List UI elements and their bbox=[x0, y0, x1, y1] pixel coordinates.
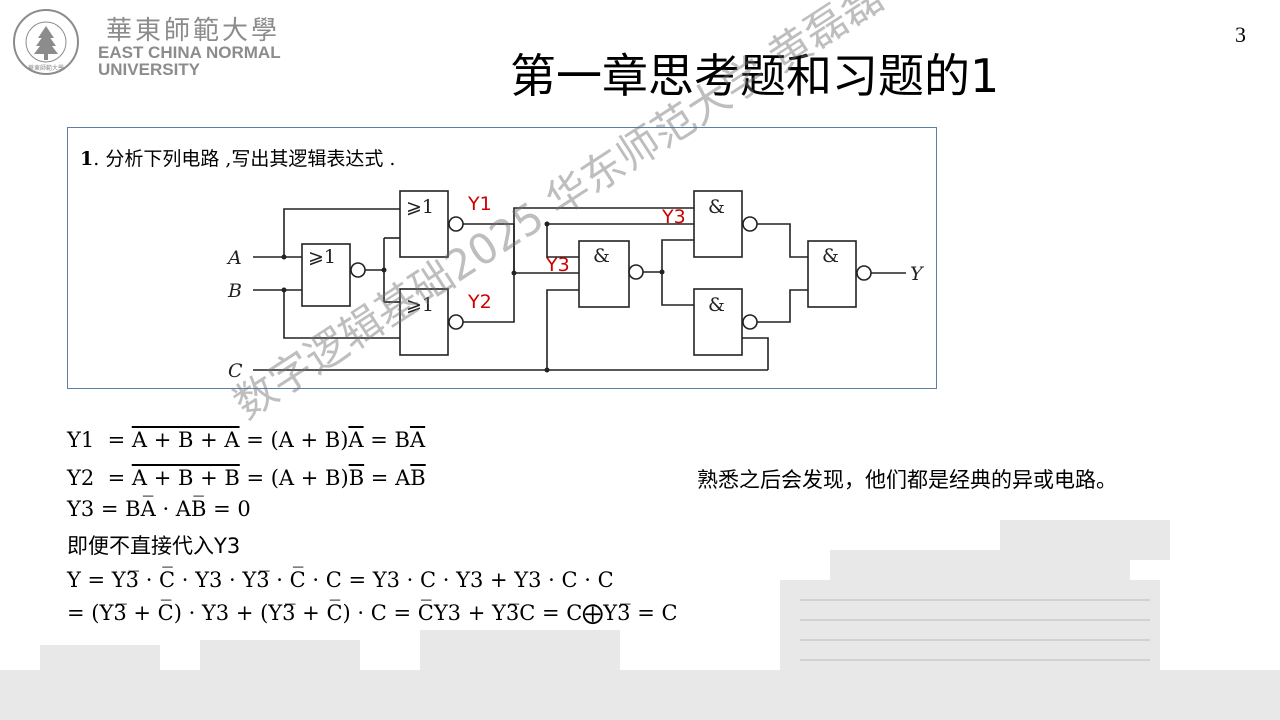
gate-label-or-y2: ⩾1 bbox=[406, 294, 434, 316]
xor-observation-note: 熟悉之后会发现，他们都是经典的异或电路。 bbox=[697, 468, 1117, 492]
eq-y2-ov-left: A + B bbox=[131, 466, 194, 490]
annotation-y1: Y1 bbox=[467, 193, 492, 215]
emblem-bottom-text: 華東師範大學 bbox=[28, 64, 64, 72]
circuit-figure: 1. 分析下列电路 ,写出其逻辑表达式 . bbox=[67, 127, 937, 389]
figure-caption: 1. 分析下列电路 ,写出其逻辑表达式 . bbox=[80, 144, 395, 171]
eq-y2-lhs: Y2 = bbox=[67, 466, 132, 490]
equation-y3: Y3 = BA̅ · AB̅ = 0 bbox=[67, 497, 251, 521]
output-label-y: Y bbox=[910, 263, 925, 285]
gate-label-or1: ⩾1 bbox=[308, 246, 336, 268]
university-logo: 華東師範大學 華東師範大學 EAST CHINA NORMAL UNIVERSI… bbox=[10, 6, 300, 78]
logic-circuit-diagram: ⩾1 ⩾1 ⩾1 & & & & A B C Y Y1 Y2 Y3 Y3 bbox=[226, 190, 925, 382]
gate-label-and-top: & bbox=[708, 196, 725, 218]
equation-y-line1: Y = Y3̅ · C̅ · Y3 · Y3̅ · C̅ · C = Y3 · … bbox=[67, 568, 614, 592]
gate-label-and-bottom: & bbox=[708, 294, 725, 316]
input-label-c: C bbox=[228, 360, 243, 382]
eq-y1-rhs-a: = (A + B) bbox=[239, 428, 349, 452]
eq-y1-ov-left: A + B bbox=[131, 428, 194, 452]
annotation-y3-mid: Y3 bbox=[545, 254, 570, 276]
annotation-y3-top: Y3 bbox=[661, 206, 686, 228]
eq-y1-lhs: Y1 = bbox=[67, 428, 132, 452]
annotation-y2: Y2 bbox=[467, 291, 492, 313]
slide-title: 第一章思考题和习题的1 bbox=[510, 49, 1000, 103]
equation-y-line2: = (Y3̅ + C̅) · Y3 + (Y3̅ + C̅) · C = C̅Y… bbox=[67, 601, 678, 625]
eq-y2-b-bar2: B bbox=[410, 466, 426, 490]
eq-y2-rhs-b: = A bbox=[364, 466, 411, 490]
eq-y1-ov-right: + A bbox=[193, 428, 240, 452]
gate-label-and-output: & bbox=[822, 245, 839, 267]
gate-label-and-y3: & bbox=[593, 245, 610, 267]
caption-number: 1 bbox=[80, 148, 94, 170]
or-gate-1 bbox=[301, 243, 351, 307]
equation-note-line: 即便不直接代入Y3 bbox=[67, 534, 241, 558]
equation-y1: Y1 = A + B + A = (A + B)A = BA bbox=[67, 428, 425, 452]
university-emblem-icon: 華東師範大學 bbox=[13, 9, 79, 75]
logo-chinese-name: 華東師範大學 bbox=[106, 16, 281, 46]
equation-y2: Y2 = A + B + B = (A + B)B = AB bbox=[67, 466, 426, 490]
eq-y2-ov-right: + B bbox=[193, 466, 240, 490]
input-label-b: B bbox=[227, 280, 242, 302]
gate-label-or-y1: ⩾1 bbox=[406, 196, 434, 218]
logo-english-name: EAST CHINA NORMAL UNIVERSITY bbox=[98, 43, 281, 79]
input-label-a: A bbox=[226, 247, 242, 269]
or-gate-y1 bbox=[399, 190, 449, 258]
or-gate-y2 bbox=[399, 288, 449, 356]
eq-y1-rhs-b: = B bbox=[363, 428, 410, 452]
eq-y2-b-bar: B bbox=[348, 466, 365, 490]
and-gate-output bbox=[807, 240, 857, 308]
eq-y2-rhs-a: = (A + B) bbox=[239, 466, 349, 490]
and-gate-bottom bbox=[693, 288, 743, 356]
eq-y1-a-bar2: A bbox=[409, 428, 426, 452]
eq-y1-a-bar: A bbox=[348, 428, 364, 452]
slide-number: 3 bbox=[1235, 22, 1246, 47]
caption-text: . 分析下列电路 ,写出其逻辑表达式 . bbox=[93, 148, 396, 170]
